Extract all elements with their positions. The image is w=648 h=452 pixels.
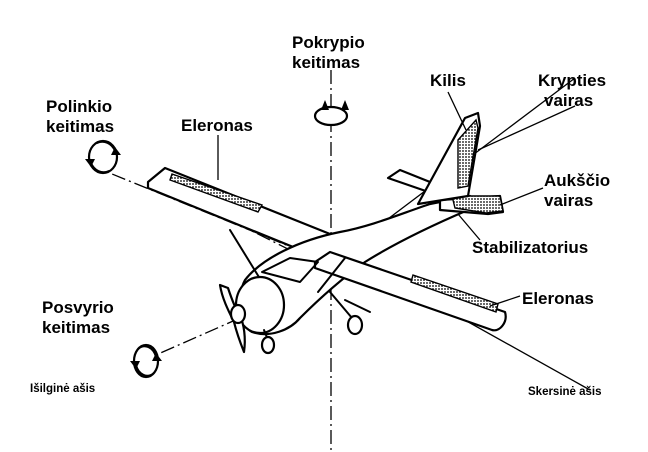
roll-label-line1: Posvyrio	[42, 298, 114, 317]
right-wing	[313, 250, 507, 332]
leader-elevator	[499, 187, 544, 206]
rudder	[457, 118, 479, 189]
roll-label-line2: keitimas	[42, 318, 110, 337]
leader-aileron-right	[489, 295, 521, 307]
stabilizer-label: Stabilizatorius	[472, 238, 588, 257]
elevator	[451, 195, 504, 214]
yaw-rotation-icon	[313, 100, 349, 127]
fin-label: Kilis	[430, 71, 466, 90]
cockpit-window	[261, 257, 319, 283]
main-gear-strut-2	[344, 299, 371, 313]
yaw-label-line2: keitimas	[292, 53, 360, 72]
pitch-label-line2: keitimas	[46, 117, 114, 136]
roll-rotation-icon	[130, 343, 162, 379]
main-wheel	[346, 314, 364, 336]
longitudinal-axis-label: Išilginė ašis	[30, 383, 95, 395]
labels: Polinkio keitimas Pokrypio keitimas Posv…	[30, 33, 610, 398]
elevator-label-line1: Aukščio	[544, 171, 610, 190]
leader-stabilizer	[457, 213, 481, 241]
wing-strut-left	[229, 229, 263, 283]
left-aileron	[169, 173, 264, 213]
pitch-rotation-icon	[85, 139, 121, 175]
lateral-axis-label: Skersinė ašis	[528, 386, 602, 398]
pitch-label-line1: Polinkio	[46, 97, 112, 116]
rudder-label-line1: Krypties	[538, 71, 606, 90]
main-gear-strut	[329, 291, 353, 319]
right-aileron	[410, 274, 499, 313]
yaw-label-line1: Pokrypio	[292, 33, 365, 52]
elevator-label-line2: vairas	[544, 191, 593, 210]
aileron-left-label: Eleronas	[181, 116, 253, 135]
wing-strut-right	[317, 257, 346, 293]
leader-lines	[217, 91, 576, 307]
leader-fin	[447, 91, 467, 131]
leader-rudder	[477, 105, 576, 151]
spinner	[229, 303, 247, 325]
aileron-right-label: Eleronas	[522, 289, 594, 308]
airplane-illustration	[146, 111, 507, 355]
nose-wheel	[260, 335, 276, 355]
rudder-label-line2: vairas	[544, 91, 593, 110]
